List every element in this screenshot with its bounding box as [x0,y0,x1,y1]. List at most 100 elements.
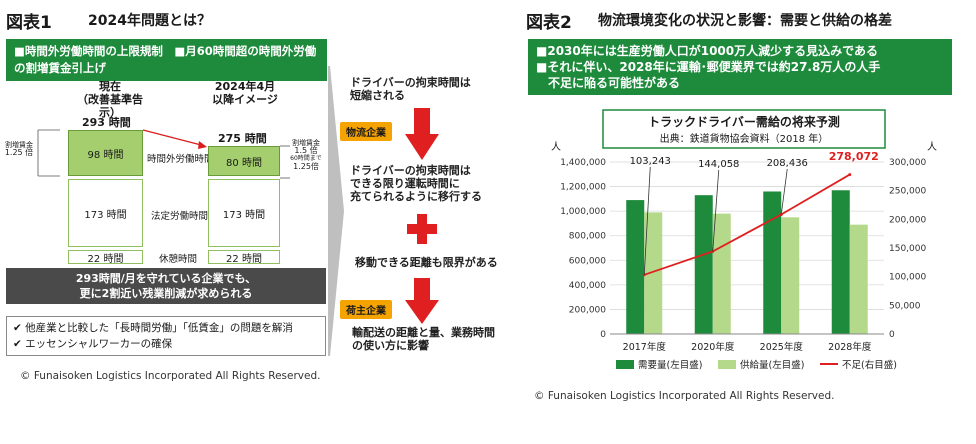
left-tick-label: 1,000,000 [560,207,606,217]
left-tick-label: 200,000 [569,305,606,315]
flow-step-1-line1: ドライバーの拘束時間は [350,76,471,89]
chart-axes: 0 200,000 400,000 600,000 800,000 1,000,000 1,… [560,158,926,353]
right-fig-label: 図表2 [526,13,572,33]
right-banner-line3: 不足に陥る可能性がある [536,76,681,90]
legend-swatch [616,360,634,369]
left-tick-label: 600,000 [569,256,606,266]
left-axis-unit: 人 [551,141,561,153]
data-label-leader [643,166,651,275]
overtime-current-box: 98 時間 [68,130,143,176]
premium-current: 割増賃金 1.25 倍 [2,141,36,157]
right-axis-unit: 人 [927,141,937,153]
legend-label: 不足(右目盛) [842,359,897,371]
down-arrow-icon [405,108,439,160]
gray-banner-line2: 更に2割近い残業削減が求められる [79,287,253,300]
check-item-2-text: エッセンシャルワーカーの確保 [25,338,173,350]
data-label: 103,243 [630,156,671,167]
right-tick-label: 100,000 [889,273,926,283]
check-item-1-text: 他産業と比較した「長時間労働」「低賃金」の問題を解消 [25,322,293,334]
data-label: 144,058 [698,159,739,170]
left-tick-label: 400,000 [569,281,606,291]
left-banner: ■時間外労働時間の上限規制 ■月60時間超の時間外労働の割増賃金引上げ [6,39,327,81]
x-tick-label: 2025年度 [760,341,804,353]
legend-label: 需要量(左目盛) [638,359,702,371]
flow-step-2-line3: 充てられるように移行する [350,190,482,203]
legal-current-box: 173 時間 [68,179,143,247]
checklist: ✔ 他産業と比較した「長時間労働」「低賃金」の問題を解消 ✔ エッセンシャルワー… [6,316,326,356]
chart-title: トラックドライバー需給の将来予測 [648,114,840,129]
check-icon: ✔ [13,322,26,334]
legend-label: 供給量(左目盛) [740,359,804,371]
plus-icon [407,214,437,244]
premium-future-line2: 1.5 倍 [294,146,318,155]
current-header-line1: 現在 [99,80,121,93]
flow-chevron [328,66,344,356]
shortage-point [779,212,783,216]
left-tick-label: 800,000 [569,232,606,242]
overtime-future-box: 80 時間 [208,146,280,176]
left-fig-title: 2024年問題とは？ [88,13,211,29]
check-item-1: ✔ 他産業と比較した「長時間労働」「低賃金」の問題を解消 [13,320,319,336]
data-label-leader [780,168,788,215]
overtime-label: 時間外労働時間 [147,154,214,165]
current-header: 現在 （改善基準告示） [70,80,150,119]
supply-bar [849,224,868,334]
right-fig-title: 物流環境変化の状況と影響：需要と供給の格差 [598,13,892,29]
chart-legend: 需要量(左目盛) 供給量(左目盛) 不足(右目盛) [616,359,897,371]
premium-future: 割増賃金 1.5 倍 60時間まで 1.25倍 [286,139,326,171]
future-header: 2024年4月 以降イメージ [205,80,285,106]
data-label-leader [712,169,720,252]
legal-label: 法定労働時間 [151,211,209,222]
check-icon: ✔ [13,338,26,350]
supply-bar [781,217,800,334]
down-arrow-icon-2 [405,278,439,324]
right-copyright: © Funaisoken Logistics Incorporated All … [534,390,835,402]
right-tick-label: 300,000 [889,158,926,168]
gray-banner-line1: 293時間/月を守れている企業でも、 [75,272,257,285]
flow-step-2-line2: できる限り運転時間に [350,177,460,190]
x-tick-label: 2017年度 [623,341,667,353]
data-label: 208,436 [767,158,808,169]
chart-title-frame [602,109,886,149]
future-total: 275 時間 [218,132,267,145]
flow-step-2-line1: ドライバーの拘束時間は [350,164,471,177]
supply-bar [712,213,731,334]
right-tick-label: 0 [889,330,895,340]
premium-future-line3: 60時間まで [290,155,322,162]
right-banner-line2: ■それに伴い、2028年に運輸･郵便業界では約27.8万人の人手 [536,60,881,74]
x-tick-label: 2020年度 [691,341,735,353]
flow-step-4: 輸配送の距離と量、業務時間 の使い方に影響 [352,326,495,352]
tag-logistics: 物流企業 [340,122,392,141]
left-lines [37,129,290,179]
flow-step-1: ドライバーの拘束時間は 短縮される [350,76,471,102]
left-copyright: © Funaisoken Logistics Incorporated All … [20,370,321,382]
shortage-line [643,173,851,276]
future-header-line1: 2024年4月 [214,80,276,93]
right-tick-label: 50,000 [889,301,921,311]
left-tick-label: 1,400,000 [560,158,606,168]
flow-step-4-line1: 輸配送の距離と量、業務時間 [352,326,495,339]
tag-shipper: 荷主企業 [340,300,392,319]
future-header-line2: 以降イメージ [212,93,278,106]
legend-swatch [718,360,736,369]
flow-step-2: ドライバーの拘束時間は できる限り運転時間に 充てられるように移行する [350,164,482,203]
check-item-2: ✔ エッセンシャルワーカーの確保 [13,336,319,352]
premium-current-line2: 1.25 倍 [4,148,34,157]
demand-bar [626,200,645,334]
right-tick-label: 250,000 [889,187,926,197]
right-tick-label: 150,000 [889,244,926,254]
chart-plot: 103,243 144,058 208,436 278,072 [626,150,879,334]
right-tick-label: 200,000 [889,215,926,225]
rest-future-box: 22 時間 [208,250,280,265]
right-banner-line1: ■2030年には生産労働人口が1000万人減少する見込みである [536,44,879,58]
current-total: 293 時間 [82,116,131,129]
legal-future-box: 173 時間 [208,179,280,247]
shortage-point [848,173,852,177]
current-header-line2: （改善基準告示） [77,93,143,119]
x-tick-label: 2028年度 [828,341,872,353]
gray-banner: 293時間/月を守れている企業でも、 更に2割近い残業削減が求められる [6,268,326,304]
left-fig-label: 図表1 [6,13,52,33]
demand-bar [694,195,713,334]
data-label: 278,072 [829,150,879,163]
rest-current-box: 22 時間 [68,250,143,265]
